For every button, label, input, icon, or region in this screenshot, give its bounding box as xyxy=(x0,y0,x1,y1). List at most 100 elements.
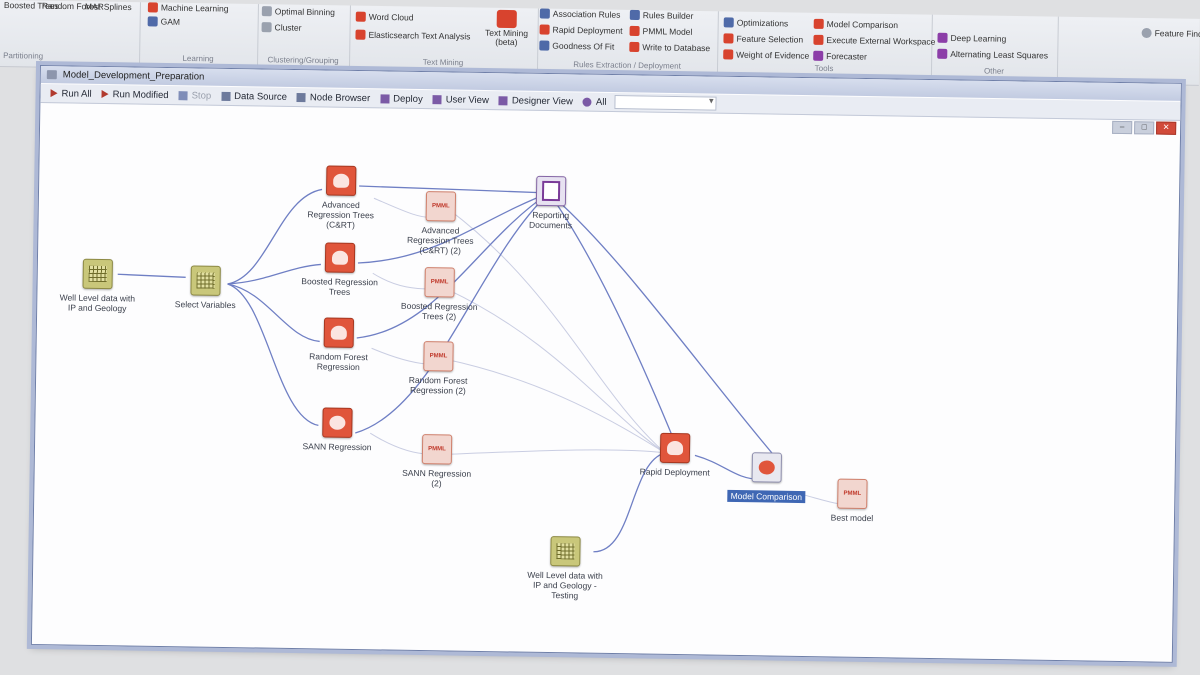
node-label: Boosted Regression Trees xyxy=(301,276,378,297)
window-title: Model_Development_Preparation xyxy=(62,69,205,83)
deep-learning-button[interactable]: Deep Learning xyxy=(937,32,1006,44)
node-random-forest[interactable]: Random Forest Regression xyxy=(298,317,379,372)
pmml-icon: PMML xyxy=(423,341,454,372)
als-button[interactable]: Alternating Least Squares xyxy=(937,48,1048,60)
user-view-icon xyxy=(432,94,442,104)
text-mining-icon xyxy=(496,9,517,29)
ribbon-group-label: Rules Extraction / Deployment xyxy=(573,60,681,71)
play-modified-icon xyxy=(101,89,109,99)
node-label-selected: Model Comparison xyxy=(727,489,806,504)
node-cart[interactable]: Advanced Regression Trees (C&RT) xyxy=(300,165,381,230)
filter-dropdown[interactable] xyxy=(614,95,717,111)
rules-builder-button[interactable]: Rules Builder xyxy=(629,9,693,21)
association-rules-icon xyxy=(539,8,550,19)
edge xyxy=(227,283,319,427)
edge xyxy=(548,192,676,444)
machine-learning-icon xyxy=(147,2,158,13)
optimizations-button[interactable]: Optimizations xyxy=(723,17,788,28)
edge-faint xyxy=(447,288,666,454)
edge xyxy=(548,192,776,458)
optimal-binning-button[interactable]: Optimal Binning xyxy=(261,6,335,17)
ribbon-group-label: Other xyxy=(983,66,1005,76)
edge xyxy=(227,263,321,285)
gam-icon xyxy=(147,16,158,27)
spreadsheet-icon xyxy=(550,536,581,567)
report-icon xyxy=(535,175,567,207)
ribbon-group-rules: Association Rules Rules Builder Rapid De… xyxy=(536,8,719,76)
node-cart-pmml[interactable]: PMML Advanced Regression Trees (C&RT) (2… xyxy=(400,191,481,256)
node-label: Reporting Documents xyxy=(528,209,573,231)
feature-selection-button[interactable]: Feature Selection xyxy=(723,33,803,45)
node-reporting-documents[interactable]: Reporting Documents xyxy=(510,175,591,230)
edge xyxy=(357,192,550,264)
node-browser-icon xyxy=(296,92,307,102)
ribbon-group-label: Tools xyxy=(814,63,834,74)
weight-of-evidence-button[interactable]: Weight of Evidence xyxy=(723,49,809,61)
rules-builder-icon xyxy=(629,9,640,21)
elasticsearch-button[interactable]: Elasticsearch Text Analysis xyxy=(355,29,470,41)
weight-of-evidence-icon xyxy=(723,49,734,60)
cluster-icon xyxy=(261,22,272,33)
workspace-canvas[interactable]: Well Level data with IP and Geology Sele… xyxy=(32,103,1180,662)
marsplines-button[interactable]: MARSplines xyxy=(84,1,132,13)
edge xyxy=(227,188,323,285)
node-rapid-deployment[interactable]: Rapid Deployment xyxy=(635,432,716,478)
stop-button[interactable]: Stop xyxy=(178,90,211,101)
node-sann[interactable]: SANN Regression xyxy=(297,407,378,452)
pmml-icon: PMML xyxy=(837,478,868,510)
feature-selection-icon xyxy=(723,33,734,44)
deep-learning-icon xyxy=(937,32,948,43)
ribbon-group-text-mining: Word Cloud Elasticsearch Text Analysis T… xyxy=(348,5,539,73)
ribbon-group-clustering: Optimal Binning Cluster Clustering/Group… xyxy=(256,4,351,70)
rapid-deployment-icon xyxy=(539,24,550,35)
association-rules-button[interactable]: Association Rules xyxy=(539,8,620,20)
designer-view-button[interactable]: Designer View xyxy=(498,95,573,107)
node-browser-button[interactable]: Node Browser xyxy=(296,92,370,104)
filter-select[interactable]: All xyxy=(582,95,717,111)
text-mining-beta-button[interactable]: Text Mining (beta) xyxy=(481,9,532,48)
node-boosted-trees[interactable]: Boosted Regression Trees xyxy=(299,242,380,297)
ribbon-group-label: Clustering/Grouping xyxy=(267,55,339,66)
binning-icon xyxy=(261,6,272,17)
model-comparison-button[interactable]: Model Comparison xyxy=(813,18,898,30)
cluster-button[interactable]: Cluster xyxy=(261,22,302,33)
edge xyxy=(359,185,550,194)
node-best-model[interactable]: PMML Best model xyxy=(812,478,893,523)
data-source-button[interactable]: Data Source xyxy=(221,90,287,102)
node-label: Best model xyxy=(830,512,874,524)
deploy-icon xyxy=(380,93,390,103)
pmml-icon: PMML xyxy=(424,267,455,298)
write-to-database-button[interactable]: Write to Database xyxy=(629,41,710,53)
deploy-button[interactable]: Deploy xyxy=(380,93,423,105)
node-sann-pmml[interactable]: PMML SANN Regression (2) xyxy=(396,434,477,489)
user-view-button[interactable]: User View xyxy=(432,94,489,106)
node-testing-data[interactable]: Well Level data with IP and Geology - Te… xyxy=(525,536,606,601)
rapid-deployment-icon xyxy=(659,432,691,464)
run-modified-button[interactable]: Run Modified xyxy=(101,88,169,101)
forecaster-button[interactable]: Forecaster xyxy=(813,50,867,62)
execute-external-workspace-button[interactable]: Execute External Workspace xyxy=(813,34,936,47)
machine-learning-button[interactable]: Machine Learning xyxy=(147,2,229,14)
node-well-data[interactable]: Well Level data with IP and Geology xyxy=(57,258,138,313)
gam-button[interactable]: GAM xyxy=(147,16,180,27)
boosted-trees-icon xyxy=(324,242,356,273)
als-icon xyxy=(937,48,948,59)
node-label: Well Level data with IP and Geology - Te… xyxy=(527,569,603,601)
database-icon xyxy=(629,41,640,53)
designer-view-icon xyxy=(498,95,508,105)
node-rf-pmml[interactable]: PMML Random Forest Regression (2) xyxy=(398,341,479,396)
workspace-window: Model_Development_Preparation Run All Ru… xyxy=(30,65,1182,663)
run-all-button[interactable]: Run All xyxy=(50,88,92,99)
node-boosted-pmml[interactable]: PMML Boosted Regression Trees (2) xyxy=(399,267,480,322)
node-label: Advanced Regression Trees (C&RT) (2) xyxy=(406,225,474,256)
node-label: SANN Regression xyxy=(302,441,372,453)
ribbon-group-partitioning: Boosted Trees Random Forest MARSplines P… xyxy=(0,0,141,67)
node-model-comparison[interactable]: Model Comparison xyxy=(726,452,807,504)
pmml-model-button[interactable]: PMML Model xyxy=(629,25,692,37)
feature-finder[interactable]: Feature Finder xyxy=(1141,27,1200,39)
node-select-variables[interactable]: Select Variables xyxy=(165,265,246,310)
goodness-of-fit-button[interactable]: Goodness Of Fit xyxy=(539,40,614,52)
node-label: Random Forest Regression (2) xyxy=(408,374,468,396)
rapid-deployment-button[interactable]: Rapid Deployment xyxy=(539,24,623,36)
word-cloud-button[interactable]: Word Cloud xyxy=(355,11,414,22)
